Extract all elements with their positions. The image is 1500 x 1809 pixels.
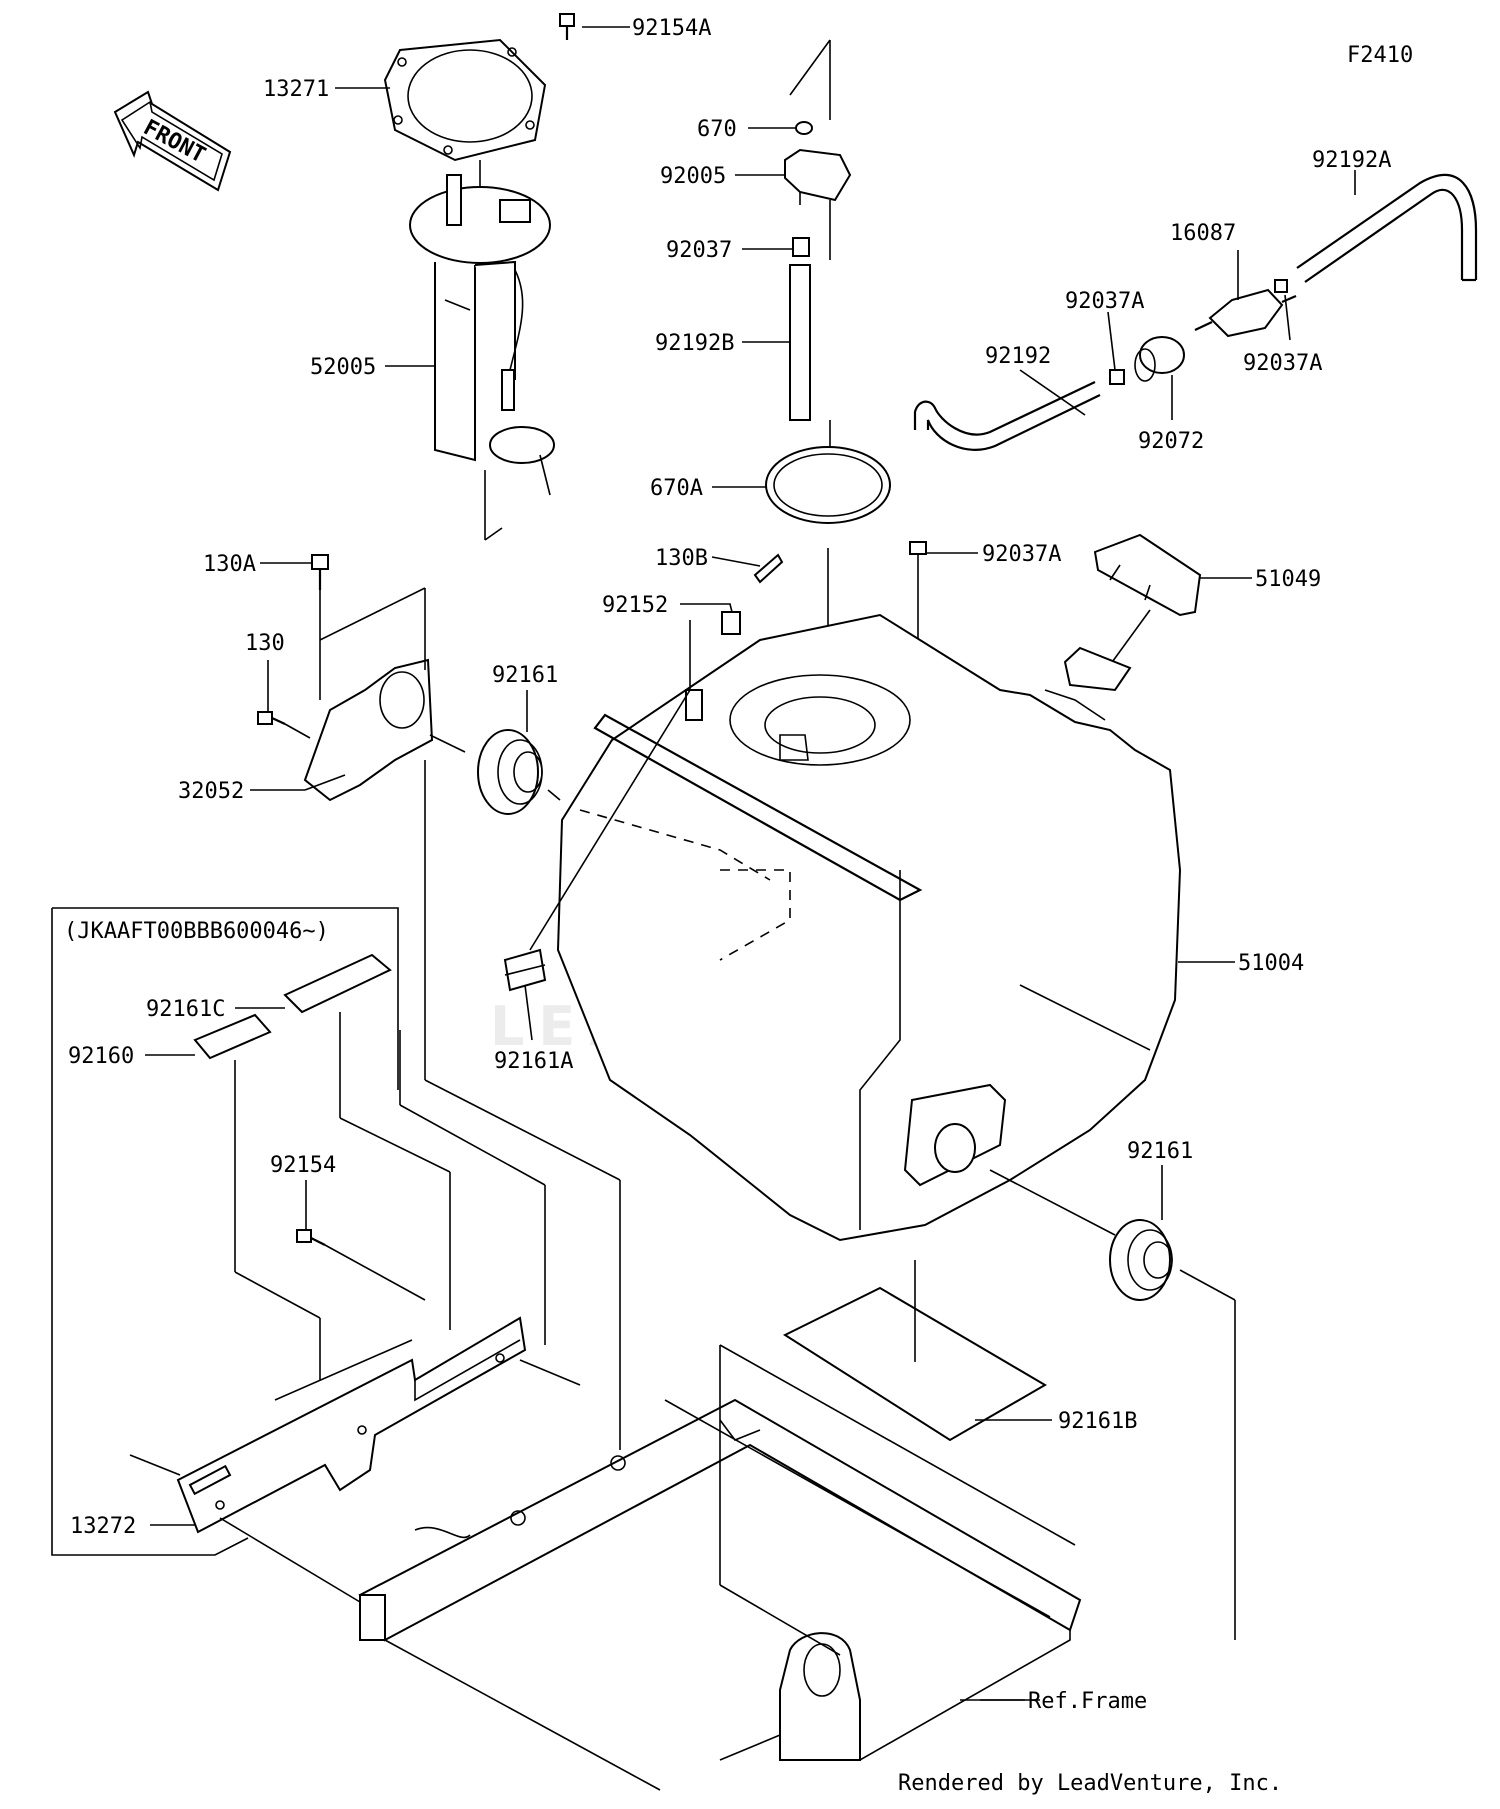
- label-92192A: 92192A: [1312, 148, 1391, 173]
- label-92161C: 92161C: [146, 997, 225, 1022]
- grommet-92161-left: [477, 729, 543, 815]
- label-92161-left: 92161: [492, 663, 558, 688]
- label-130: 130: [245, 631, 285, 656]
- label-92037: 92037: [666, 238, 732, 263]
- label-92072: 92072: [1138, 429, 1204, 454]
- label-13272: 13272: [70, 1514, 136, 1539]
- bolt-130B: [753, 553, 784, 584]
- label-51004: 51004: [1238, 951, 1304, 976]
- label-92152: 92152: [602, 593, 668, 618]
- label-92154: 92154: [270, 1153, 336, 1178]
- hose-92192B: [789, 264, 811, 421]
- bolt-130: [257, 711, 286, 725]
- label-92005: 92005: [660, 164, 726, 189]
- label-670: 670: [697, 117, 737, 142]
- clamp-92037A-mid: [909, 541, 927, 555]
- collar-92152: [721, 611, 741, 635]
- filter-16087: [1194, 288, 1297, 338]
- o-ring-670: [795, 121, 813, 135]
- label-92192: 92192: [985, 344, 1051, 369]
- clamp-92037A-left: [1109, 369, 1125, 385]
- figure-code: F2410: [1347, 43, 1413, 68]
- label-92037A-right: 92037A: [1243, 351, 1322, 376]
- label-52005: 52005: [310, 355, 376, 380]
- hose-92192A: [1296, 174, 1478, 283]
- bolt-92154: [296, 1229, 326, 1246]
- pad-92160: [193, 1013, 272, 1060]
- label-92192B: 92192B: [655, 331, 734, 356]
- bolt-130A: [311, 554, 329, 590]
- front-arrow-icon: FRONT: [113, 90, 232, 192]
- grommet-92161-right: [1109, 1219, 1173, 1301]
- label-92161A: 92161A: [494, 1049, 573, 1074]
- label-92161-right: 92161: [1127, 1139, 1193, 1164]
- label-32052: 32052: [178, 779, 244, 804]
- gasket-13271: [383, 38, 547, 162]
- hose-92192: [913, 381, 1101, 451]
- label-ref-frame: Ref.Frame: [1028, 1689, 1147, 1714]
- pad-92161C: [283, 953, 392, 1014]
- pad-92161B: [782, 1286, 1047, 1442]
- serial-note: (JKAAFT00BBB600046~): [64, 919, 329, 944]
- label-13271: 13271: [263, 77, 329, 102]
- clamp-92037: [792, 237, 810, 257]
- bracket-32052: [303, 658, 434, 802]
- label-16087: 16087: [1170, 221, 1236, 246]
- joint-92072: [1134, 336, 1185, 382]
- serial-box: (JKAAFT00BBB600046~): [51, 907, 399, 1556]
- label-92037A-left: 92037A: [1065, 289, 1144, 314]
- label-670A: 670A: [650, 476, 703, 501]
- label-92154A: 92154A: [632, 16, 711, 41]
- fuel-tank-51004: [556, 613, 1182, 1242]
- cap-51049: [1093, 533, 1202, 617]
- grommet-92161A: [503, 948, 547, 992]
- label-92161B: 92161B: [1058, 1409, 1137, 1434]
- label-51049: 51049: [1255, 567, 1321, 592]
- plate-13272: [176, 1316, 527, 1534]
- label-130A: 130A: [203, 552, 256, 577]
- valve-92005: [784, 148, 852, 205]
- label-130B: 130B: [655, 546, 708, 571]
- label-92037A-mid: 92037A: [982, 542, 1061, 567]
- footer-credit: Rendered by LeadVenture, Inc.: [898, 1771, 1282, 1796]
- callouts: 92154A 13271 52005 670 92005 92037 92192…: [68, 16, 1391, 1714]
- bolt-92154A: [559, 13, 575, 40]
- clamp-92037A-top: [1274, 279, 1288, 293]
- label-92160: 92160: [68, 1044, 134, 1069]
- fuel-pump-52005: [409, 174, 555, 496]
- o-ring-670A: [765, 446, 891, 524]
